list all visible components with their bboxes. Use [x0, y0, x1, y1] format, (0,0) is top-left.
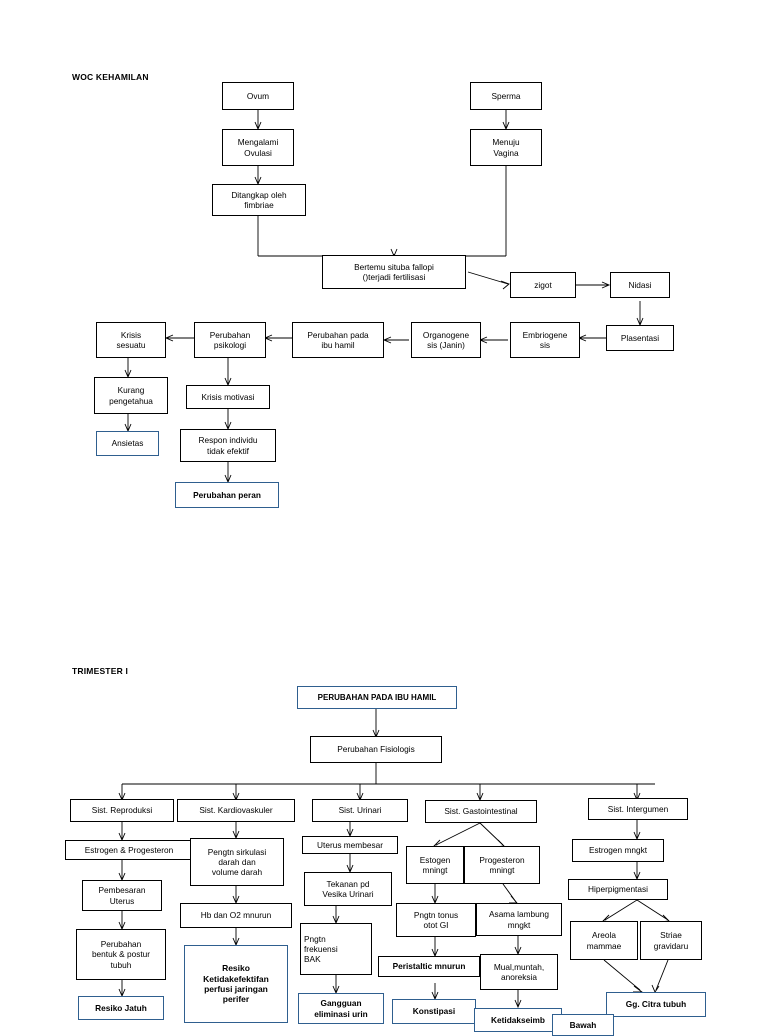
node-sist-kardiovaskuler: Sist. Kardiovaskuler	[177, 799, 295, 822]
node-hiperpigmentasi: Hiperpigmentasi	[568, 879, 668, 900]
node-ketidakseimb: Ketidakseimb	[474, 1008, 562, 1032]
node-tekanan-pd-vesika-urinari: Tekanan pd Vesika Urinari	[304, 872, 392, 906]
node-mengalami-ovulasi: Mengalami Ovulasi	[222, 129, 294, 166]
node-nidasi: Nidasi	[610, 272, 670, 298]
node-krisis-motivasi: Krisis motivasi	[186, 385, 270, 409]
node-ansietas: Ansietas	[96, 431, 159, 456]
node-uterus-membesar: Uterus membesar	[302, 836, 398, 854]
node-resiko-jatuh: Resiko Jatuh	[78, 996, 164, 1020]
section-title-trimester: TRIMESTER I	[72, 666, 129, 676]
node-gangguan-eliminasi-urin: Gangguan eliminasi urin	[298, 993, 384, 1024]
node-sperma: Sperma	[470, 82, 542, 110]
node-gg-citra-tubuh: Gg. Citra tubuh	[606, 992, 706, 1017]
node-pngtn-frekuensi-bak: Pngtn frekuensi BAK	[300, 923, 372, 975]
node-estogen-mningt: Estogen mningt	[406, 846, 464, 884]
node-pngtn-tonus-otot-gi: Pngtn tonus otot GI	[396, 903, 476, 937]
node-peristaltic-mnurun: Peristaltic mnurun	[378, 956, 480, 977]
section-title-woc: WOC KEHAMILAN	[72, 72, 149, 82]
node-ovum: Ovum	[222, 82, 294, 110]
node-pngtn-sirkulasi-darah: Pengtn sirkulasi darah dan volume darah	[190, 838, 284, 886]
node-mual-muntah-anoreksia: Mual,muntah, anoreksia	[480, 954, 558, 990]
node-menuju-vagina: Menuju Vagina	[470, 129, 542, 166]
node-asama-lambung-mngkt: Asama lambung mngkt	[476, 903, 562, 936]
node-perubahan-pada-ibu-hamil-trimester: PERUBAHAN PADA IBU HAMIL	[297, 686, 457, 709]
node-areola-mammae: Areola mammae	[570, 921, 638, 960]
node-konstipasi: Konstipasi	[392, 999, 476, 1024]
node-krisis-sesuatu: Krisis sesuatu	[96, 322, 166, 358]
node-perubahan-pada-ibu-hamil: Perubahan pada ibu hamil	[292, 322, 384, 358]
node-zigot: zigot	[510, 272, 576, 298]
node-ditangkap-fimbriae: Ditangkap oleh fimbriae	[212, 184, 306, 216]
node-plasentasi: Plasentasi	[606, 325, 674, 351]
node-progesteron-mningt: Progesteron mningt	[464, 846, 540, 884]
node-estrogen-progesteron: Estrogen & Progesteron	[65, 840, 193, 860]
node-sist-intergumen: Sist. Intergumen	[588, 798, 688, 820]
node-pembesaran-uterus: Pembesaran Uterus	[82, 880, 162, 911]
node-resiko-ketidakefektifan-perfusi: Resiko Ketidakefektifan perfusi jaringan…	[184, 945, 288, 1023]
node-hb-dan-o2-mnurun: Hb dan O2 mnurun	[180, 903, 292, 928]
node-bertemu-tuba-fallopi: Bertemu situba fallopi ()terjadi fertili…	[322, 255, 466, 289]
node-sist-gastointestinal: Sist. Gastointestinal	[425, 800, 537, 823]
node-sist-urinari: Sist. Urinari	[312, 799, 408, 822]
node-perubahan-bentuk-postur-tubuh: Perubahan bentuk & postur tubuh	[76, 929, 166, 980]
node-kurang-pengetahuan: Kurang pengetahua	[94, 377, 168, 414]
node-respon-individu-tidak-efektif: Respon individu tidak efektif	[180, 429, 276, 462]
node-perubahan-peran: Perubahan peran	[175, 482, 279, 508]
node-perubahan-psikologi: Perubahan psikologi	[194, 322, 266, 358]
node-bawah: Bawah	[552, 1014, 614, 1036]
node-embriogenesis: Embriogene sis	[510, 322, 580, 358]
node-organogenesis: Organogene sis (Janin)	[411, 322, 481, 358]
node-perubahan-fisiologis: Perubahan Fisiologis	[310, 736, 442, 763]
node-striae-gravidaru: Striae gravidaru	[640, 921, 702, 960]
node-sist-reproduksi: Sist. Reproduksi	[70, 799, 174, 822]
node-estrogen-mngkt: Estrogen mngkt	[572, 839, 664, 862]
